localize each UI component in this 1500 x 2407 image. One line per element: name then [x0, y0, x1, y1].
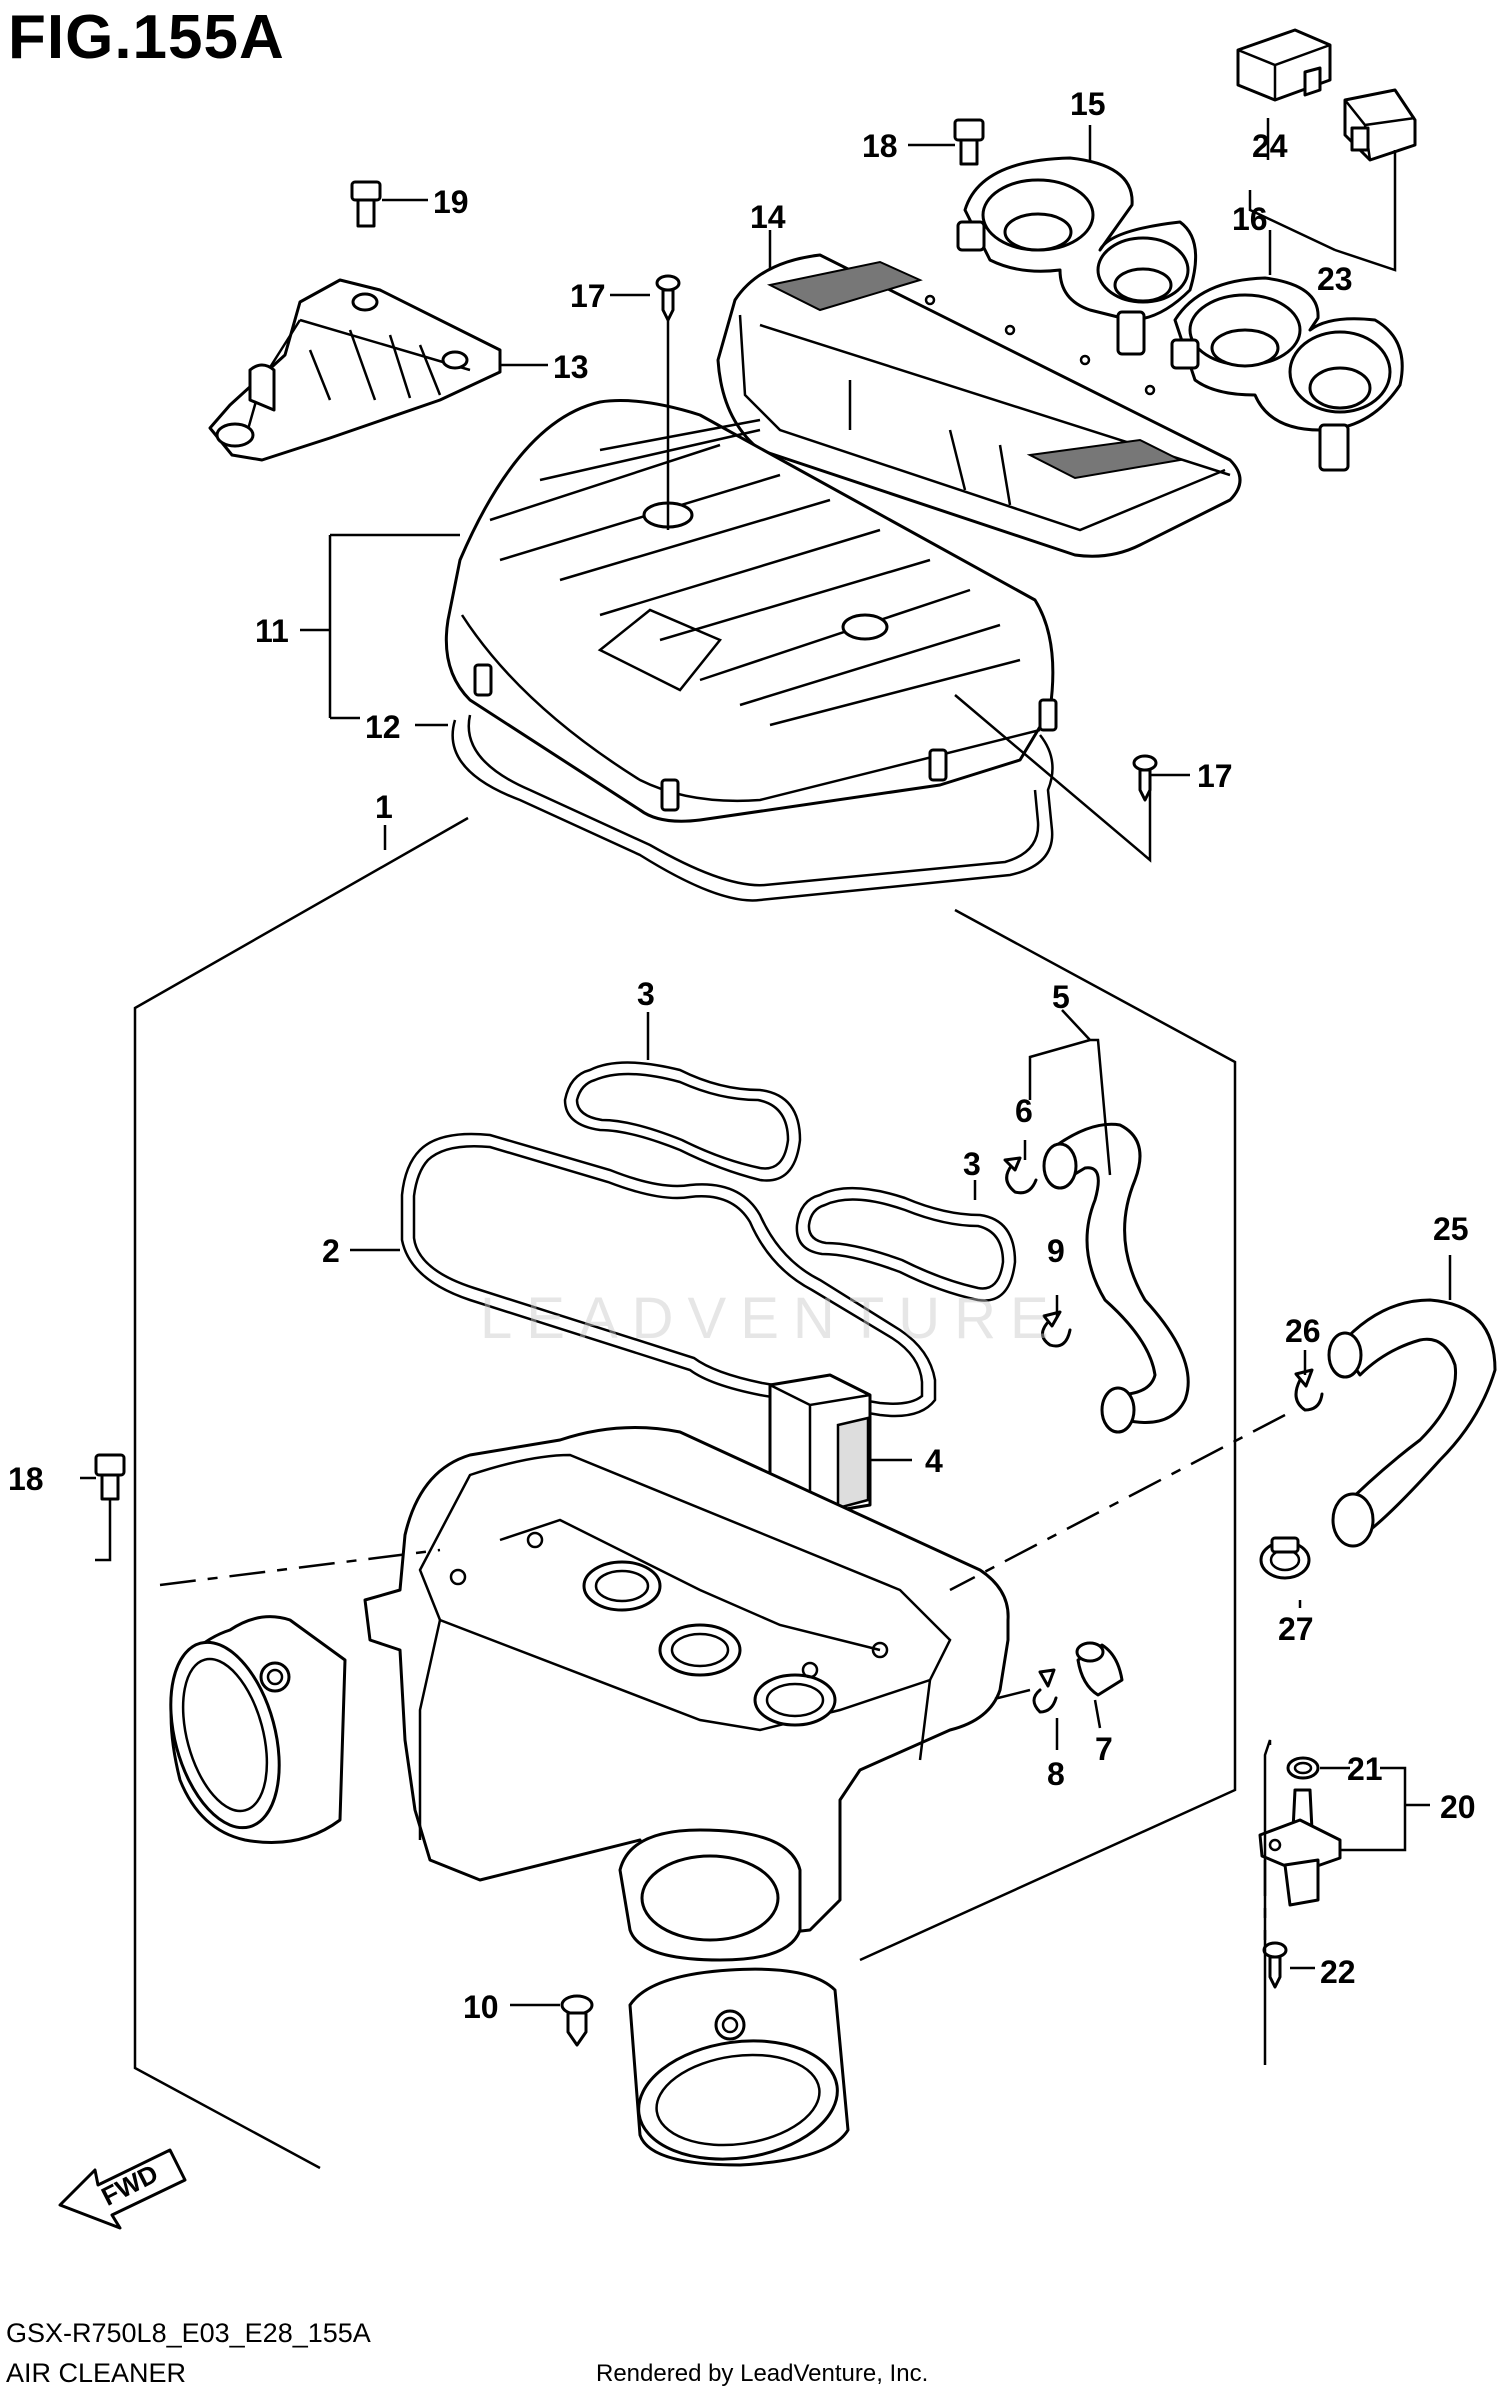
figure-code: GSX-R750L8_E03_E28_155A: [6, 2318, 371, 2348]
hose-5[interactable]: [1042, 1122, 1190, 1434]
sensor-20[interactable]: [1258, 1788, 1342, 1907]
callout-9: 9: [1047, 1233, 1065, 1269]
callout-8: 8: [1047, 1756, 1065, 1792]
callout-15: 15: [1070, 86, 1106, 122]
assembly-1-frame: [133, 816, 1237, 2170]
airbox-case-1[interactable]: [363, 1426, 1010, 1962]
callout-7: 7: [1095, 1731, 1113, 1767]
funnel-15[interactable]: [956, 156, 1198, 356]
connector-23[interactable]: [1343, 88, 1417, 162]
callout-6: 6: [1015, 1093, 1033, 1129]
intake-duct-left[interactable]: [152, 1615, 347, 1844]
fwd-arrow: [58, 2148, 187, 2230]
callout-22: 22: [1320, 1954, 1356, 1990]
hose-25[interactable]: [1327, 1298, 1497, 1548]
figure-name: AIR CLEANER: [6, 2358, 187, 2388]
callout-20: 20: [1440, 1789, 1476, 1825]
callout-26: 26: [1285, 1313, 1321, 1349]
callout-23: 23: [1317, 261, 1353, 297]
tube-7[interactable]: [1075, 1641, 1124, 1697]
bracket-13[interactable]: [208, 278, 502, 462]
callout-5: 5: [1052, 979, 1070, 1015]
connector-24[interactable]: [1236, 28, 1332, 102]
screw-22[interactable]: [1262, 1941, 1288, 1989]
callout-17-right: 17: [1197, 758, 1233, 794]
seal-21[interactable]: [1286, 1756, 1320, 1780]
figure-title: FIG.155A: [8, 3, 285, 72]
duct-plate-14[interactable]: [716, 253, 1242, 558]
funnel-16[interactable]: [1170, 276, 1404, 472]
bolt-19[interactable]: [350, 180, 382, 228]
dashed-lines: [159, 1413, 1286, 1940]
callout-3-right: 3: [963, 1146, 981, 1182]
clip-8[interactable]: [1032, 1668, 1058, 1714]
clamp-26[interactable]: [1294, 1368, 1324, 1412]
callout-2: 2: [322, 1233, 340, 1269]
credit-text: Rendered by LeadVenture, Inc.: [596, 2360, 929, 2387]
clamp-6[interactable]: [1003, 1156, 1038, 1195]
callout-1: 1: [375, 789, 393, 825]
gasket-3-left[interactable]: [563, 1061, 802, 1182]
callout-14: 14: [750, 199, 786, 235]
clamp-27[interactable]: [1259, 1536, 1311, 1580]
callout-10: 10: [463, 1989, 499, 2025]
callout-16: 16: [1232, 201, 1268, 237]
gasket-3-right[interactable]: [795, 1187, 1017, 1302]
callout-12: 12: [365, 709, 401, 745]
callout-3-left: 3: [637, 976, 655, 1012]
callout-21: 21: [1347, 1751, 1383, 1787]
intake-duct-lower[interactable]: [628, 1967, 850, 2171]
bolt-18-top[interactable]: [953, 118, 985, 166]
callout-18-top: 18: [862, 128, 898, 164]
callout-19: 19: [433, 184, 469, 220]
callout-4: 4: [925, 1443, 943, 1479]
screw-17-right[interactable]: [1132, 754, 1158, 802]
callout-27: 27: [1278, 1611, 1314, 1647]
watermark-text: LEADVENTURE: [480, 1286, 1063, 1351]
callout-17-top: 17: [570, 278, 606, 314]
filter-4[interactable]: [768, 1373, 872, 1517]
gasket-2[interactable]: [400, 1132, 937, 1418]
leader-lines: [80, 118, 1452, 2065]
bolt-18-left[interactable]: [94, 1453, 126, 1501]
callouts: 19 13 17 14 18 15 24 16 23 11 12 17 1 3 …: [8, 86, 1476, 2212]
callout-24: 24: [1252, 128, 1288, 164]
callout-11: 11: [255, 613, 289, 649]
callout-13: 13: [553, 349, 589, 385]
seal-12[interactable]: [451, 663, 1058, 902]
callout-25: 25: [1433, 1211, 1469, 1247]
rivet-10[interactable]: [560, 1994, 594, 2047]
callout-18-left: 18: [8, 1461, 44, 1497]
screw-17-top[interactable]: [655, 274, 681, 322]
